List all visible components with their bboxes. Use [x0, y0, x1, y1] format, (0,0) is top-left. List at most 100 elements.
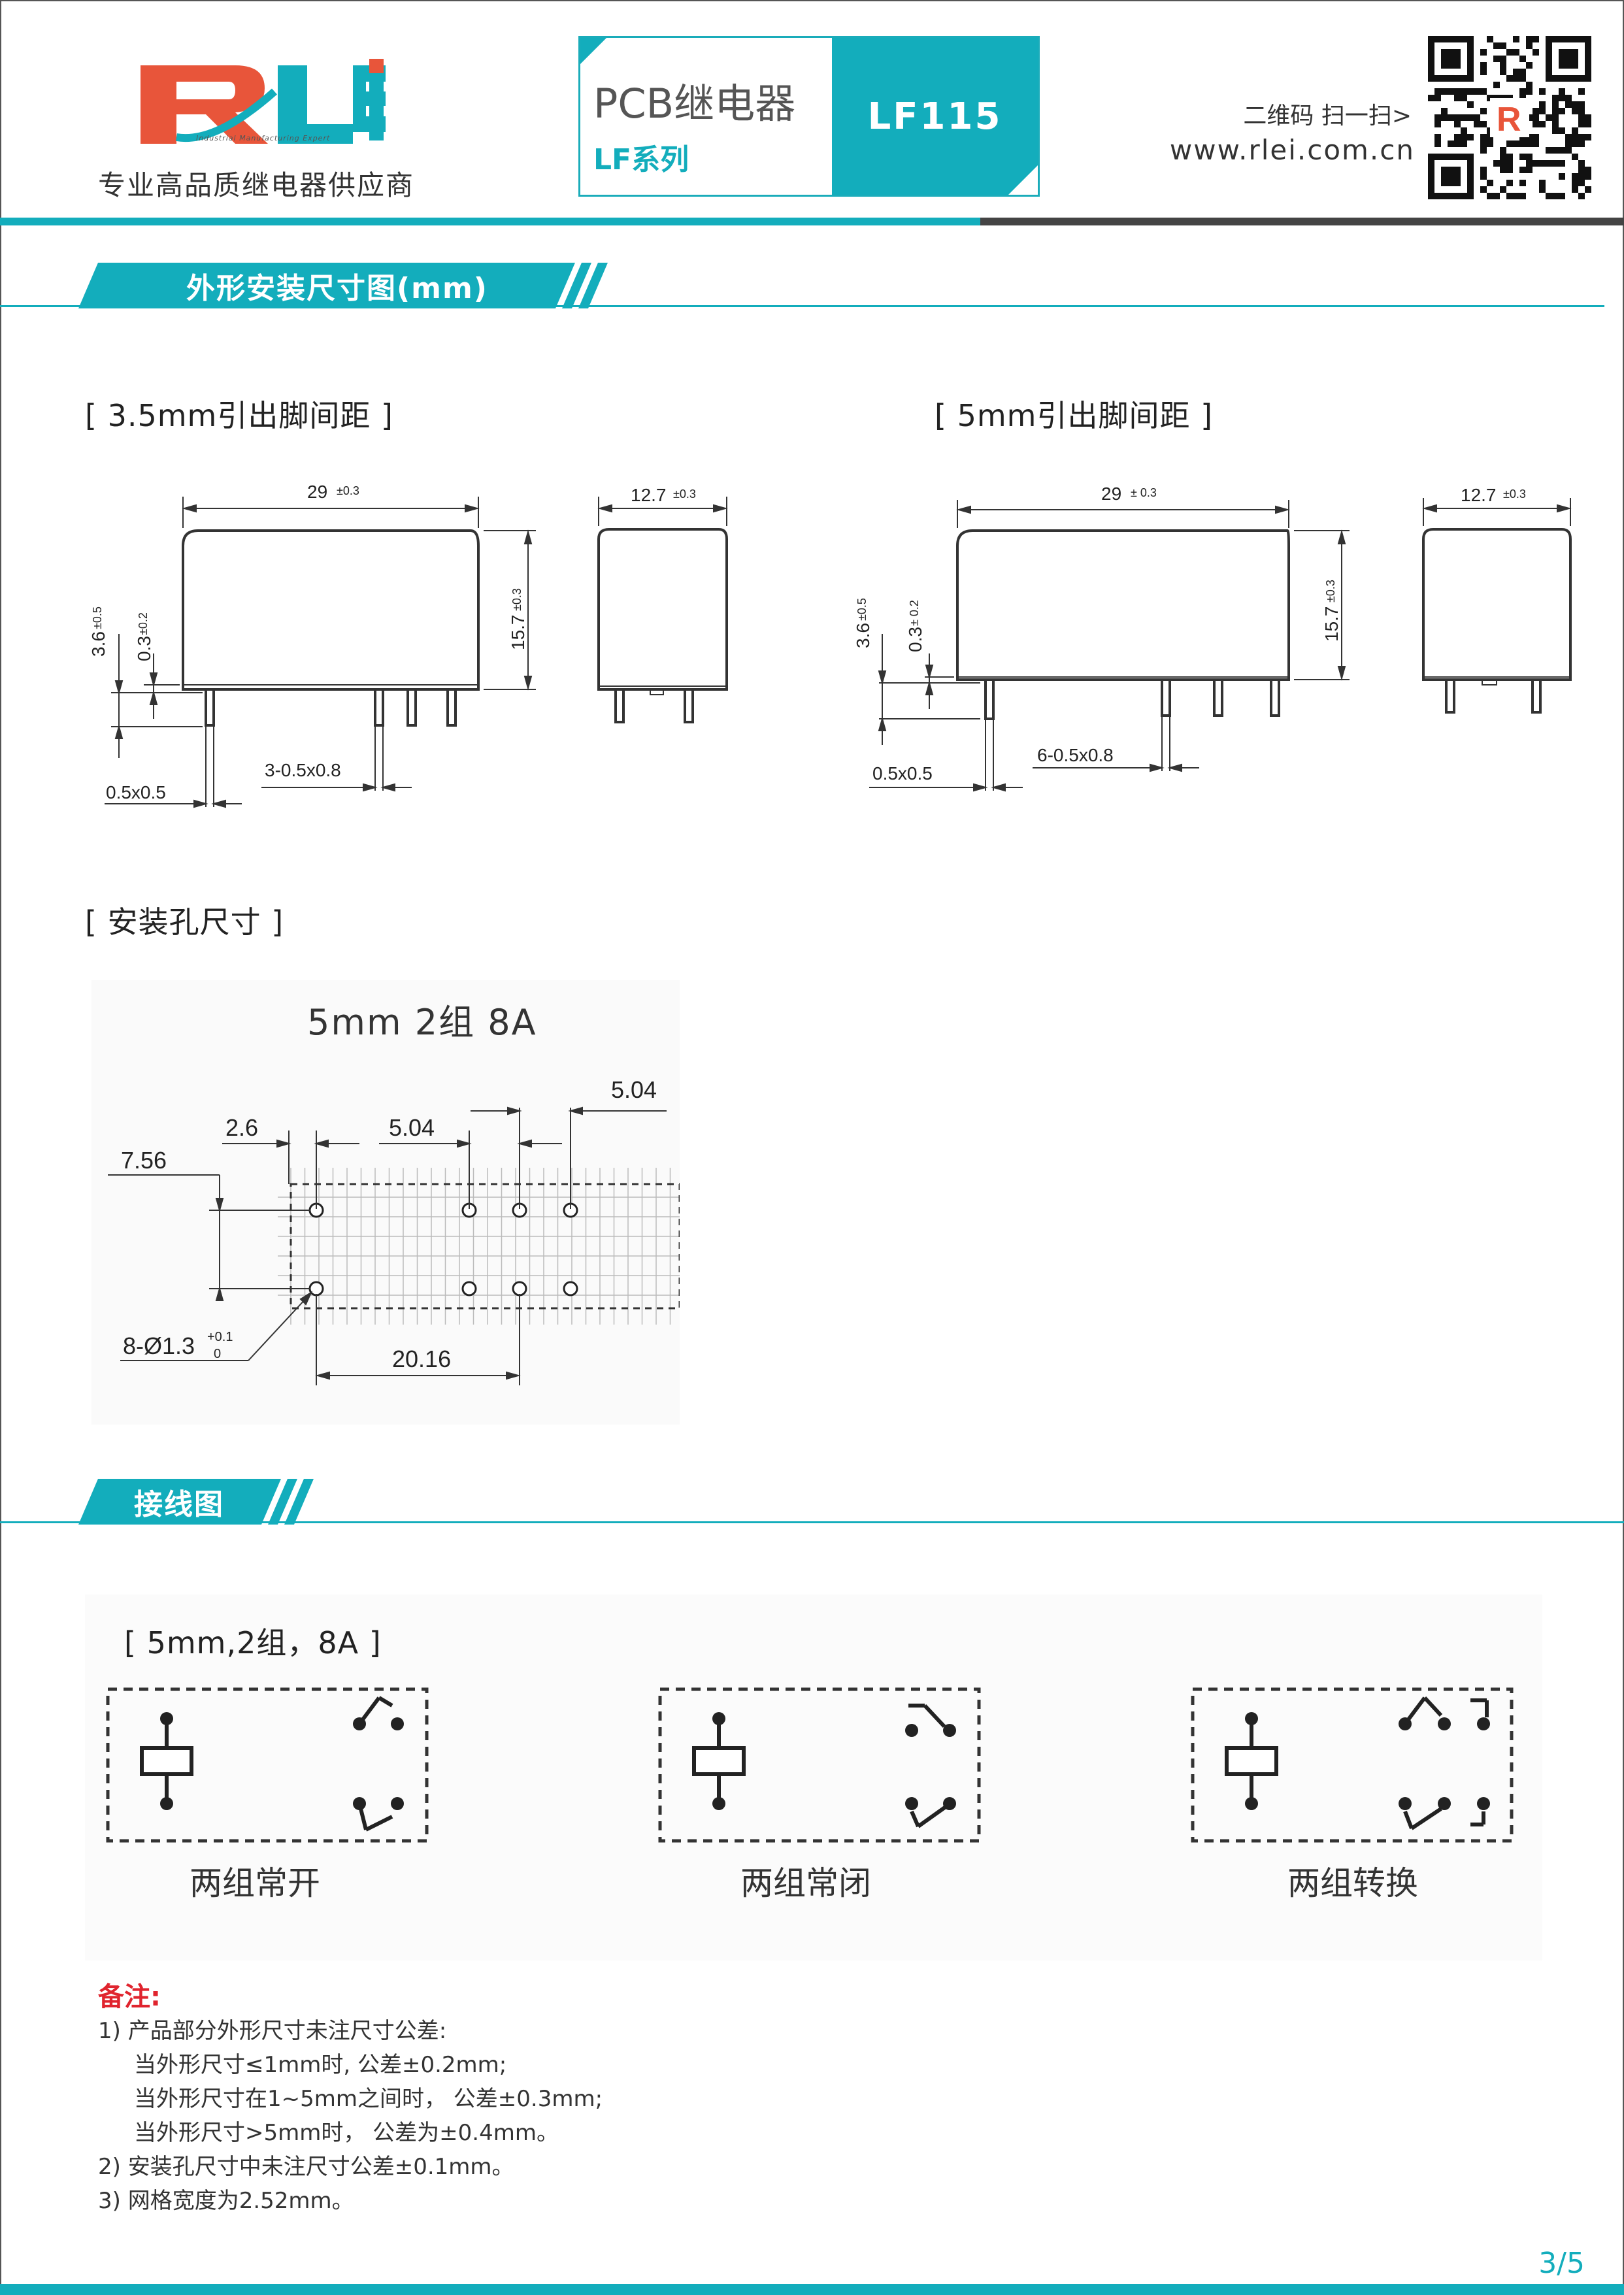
pin — [984, 678, 995, 720]
wiring-caption-co: 两组转换 — [1287, 1864, 1418, 1902]
wiring-diagrams — [106, 1687, 1514, 1843]
section-banner-bg — [78, 263, 608, 308]
dim-26: 2.6 — [225, 1114, 258, 1141]
dim-height: 15.7 — [508, 615, 528, 651]
mounting-hole — [461, 1281, 477, 1296]
dim-pin-length-tol: ±0.5 — [91, 606, 104, 629]
dim-side: 12.7 — [631, 485, 667, 505]
dim-pin-b: 6-0.5x0.8 — [1037, 745, 1114, 765]
footprint-outline — [290, 1183, 680, 1310]
pin — [1531, 678, 1542, 714]
dim-504-top: 5.04 — [611, 1076, 657, 1103]
section-title-dimensions: 外形安装尺寸图(mm) — [186, 272, 488, 305]
relay-body-front — [182, 529, 480, 691]
dim-pin-a: 0.5x0.5 — [106, 782, 166, 802]
dim-2016: 20.16 — [392, 1346, 451, 1372]
dim-height-tol: ±0.3 — [510, 588, 523, 611]
wiring-bg — [85, 1594, 1542, 1960]
mounting-hole — [512, 1281, 527, 1296]
dim-hole: 8-Ø1.3 — [123, 1332, 195, 1359]
relay-body-side — [1422, 528, 1572, 681]
title-left: PCB继电器 LF系列 — [580, 38, 832, 195]
website-link[interactable]: www.rlei.com.cn — [1169, 134, 1415, 166]
header-rule-dark — [980, 218, 1624, 225]
dim-standoff: 0.3 — [905, 627, 925, 652]
dim-pin-length-tol: ±0.5 — [855, 598, 869, 621]
dim-756: 7.56 — [121, 1147, 167, 1174]
product-series: LF系列 — [593, 143, 689, 176]
pin — [614, 688, 625, 723]
wiring-diagram-no — [106, 1687, 429, 1843]
dim-side: 12.7 — [1461, 485, 1497, 505]
corner-decor — [1008, 165, 1038, 195]
pin — [1445, 678, 1455, 714]
dim-standoff: 0.3 — [134, 636, 154, 661]
drawing-pitch-35: 29 ±0.3 12.7 ±0.3 15.7 ±0.3 3.6 ±0.5 0.3… — [88, 482, 728, 808]
subtitle-pitch-35: [ 3.5mm引出脚间距 ] — [85, 398, 393, 433]
pin — [374, 688, 384, 727]
wiring-caption-no: 两组常开 — [190, 1864, 320, 1902]
dim-pin-length: 3.6 — [853, 623, 873, 648]
dim-standoff-tol: ± 0.2 — [908, 600, 921, 626]
dim-504: 5.04 — [389, 1114, 435, 1141]
notes-block: 备注: 1) 产品部分外形尺寸未注尺寸公差: 当外形尺寸≤1mm时, 公差±0.… — [98, 1980, 603, 2218]
dim-hole-tol-up: +0.1 — [207, 1330, 233, 1344]
page-number: 3/5 — [1538, 2247, 1585, 2280]
dim-width-tol: ±0.3 — [337, 484, 359, 497]
qr-code-icon[interactable]: R — [1428, 36, 1591, 199]
pin — [684, 688, 694, 723]
dim-pin-length: 3.6 — [88, 631, 108, 657]
product-title-box: PCB继电器 LF系列 LF115 — [578, 36, 1040, 197]
hole-drawing-title: 5mm 2组 8A — [307, 1002, 537, 1043]
company-logo — [141, 59, 386, 144]
product-model: LF115 — [832, 38, 1038, 195]
dim-side-tol: ±0.3 — [673, 487, 696, 501]
dim-height: 15.7 — [1321, 606, 1342, 642]
product-type: PCB继电器 — [593, 80, 796, 127]
pin — [406, 688, 417, 727]
note-line: 当外形尺寸≤1mm时, 公差±0.2mm; — [134, 2052, 507, 2078]
header-rule — [0, 218, 980, 225]
subtitle-holes: [ 安装孔尺寸 ] — [85, 904, 284, 940]
subtitle-wiring: [ 5mm,2组，8A ] — [124, 1625, 382, 1660]
wiring-diagram-nc — [658, 1687, 981, 1843]
footer-rule — [0, 2284, 1624, 2295]
dim-width: 29 — [307, 482, 327, 502]
logo-subtitle: Industrial Manufacturing Expert — [196, 134, 331, 142]
dim-pin-a: 0.5x0.5 — [872, 763, 933, 784]
notes-heading: 备注: — [98, 1982, 161, 2012]
pin — [446, 688, 457, 727]
note-line: 当外形尺寸在1~5mm之间时， 公差±0.3mm; — [134, 2086, 603, 2112]
corner-decor — [580, 38, 606, 64]
dim-width-tol: ± 0.3 — [1131, 486, 1157, 499]
pin — [205, 688, 215, 727]
dim-standoff-tol: ±0.2 — [137, 612, 150, 635]
dim-pin-b: 3-0.5x0.8 — [265, 760, 341, 780]
note-line: 当外形尺寸>5mm时， 公差为±0.4mm。 — [134, 2120, 559, 2146]
qr-label: 二维码 扫一扫> — [1243, 103, 1412, 129]
section-title-wiring: 接线图 — [134, 1488, 224, 1521]
section-banner-bg — [78, 1479, 314, 1525]
note-line: 2) 安装孔尺寸中未注尺寸公差±0.1mm。 — [98, 2154, 514, 2180]
relay-body-side — [597, 528, 728, 691]
wiring-diagram-co — [1191, 1687, 1514, 1843]
hole-drawing: 5.04 2.6 5.04 7.56 8-Ø1.3 +0.1 0 20.16 — [108, 1076, 680, 1385]
dim-height-tol: ±0.3 — [1324, 580, 1337, 603]
subtitle-pitch-5: [ 5mm引出脚间距 ] — [935, 398, 1214, 433]
mounting-hole — [563, 1281, 578, 1296]
wiring-caption-nc: 两组常闭 — [740, 1864, 871, 1902]
svg-text:R: R — [1497, 101, 1521, 139]
section-rule — [0, 305, 1604, 307]
pin — [1270, 678, 1280, 717]
dim-hole-tol-dn: 0 — [214, 1347, 221, 1361]
dim-width: 29 — [1101, 484, 1121, 504]
drawing-pitch-5: 29 ± 0.3 12.7 ±0.3 15.7 ±0.3 3.6 ±0.5 0.… — [853, 484, 1572, 792]
relay-body-front — [956, 529, 1290, 681]
pin — [1161, 678, 1171, 717]
section-rule — [0, 1521, 1624, 1523]
pin — [1213, 678, 1223, 717]
logo-tagline: 专业高品质继电器供应商 — [98, 169, 415, 201]
hole-drawing-bg — [91, 980, 680, 1425]
mounting-hole — [308, 1281, 324, 1296]
note-line: 1) 产品部分外形尺寸未注尺寸公差: — [98, 2018, 447, 2044]
